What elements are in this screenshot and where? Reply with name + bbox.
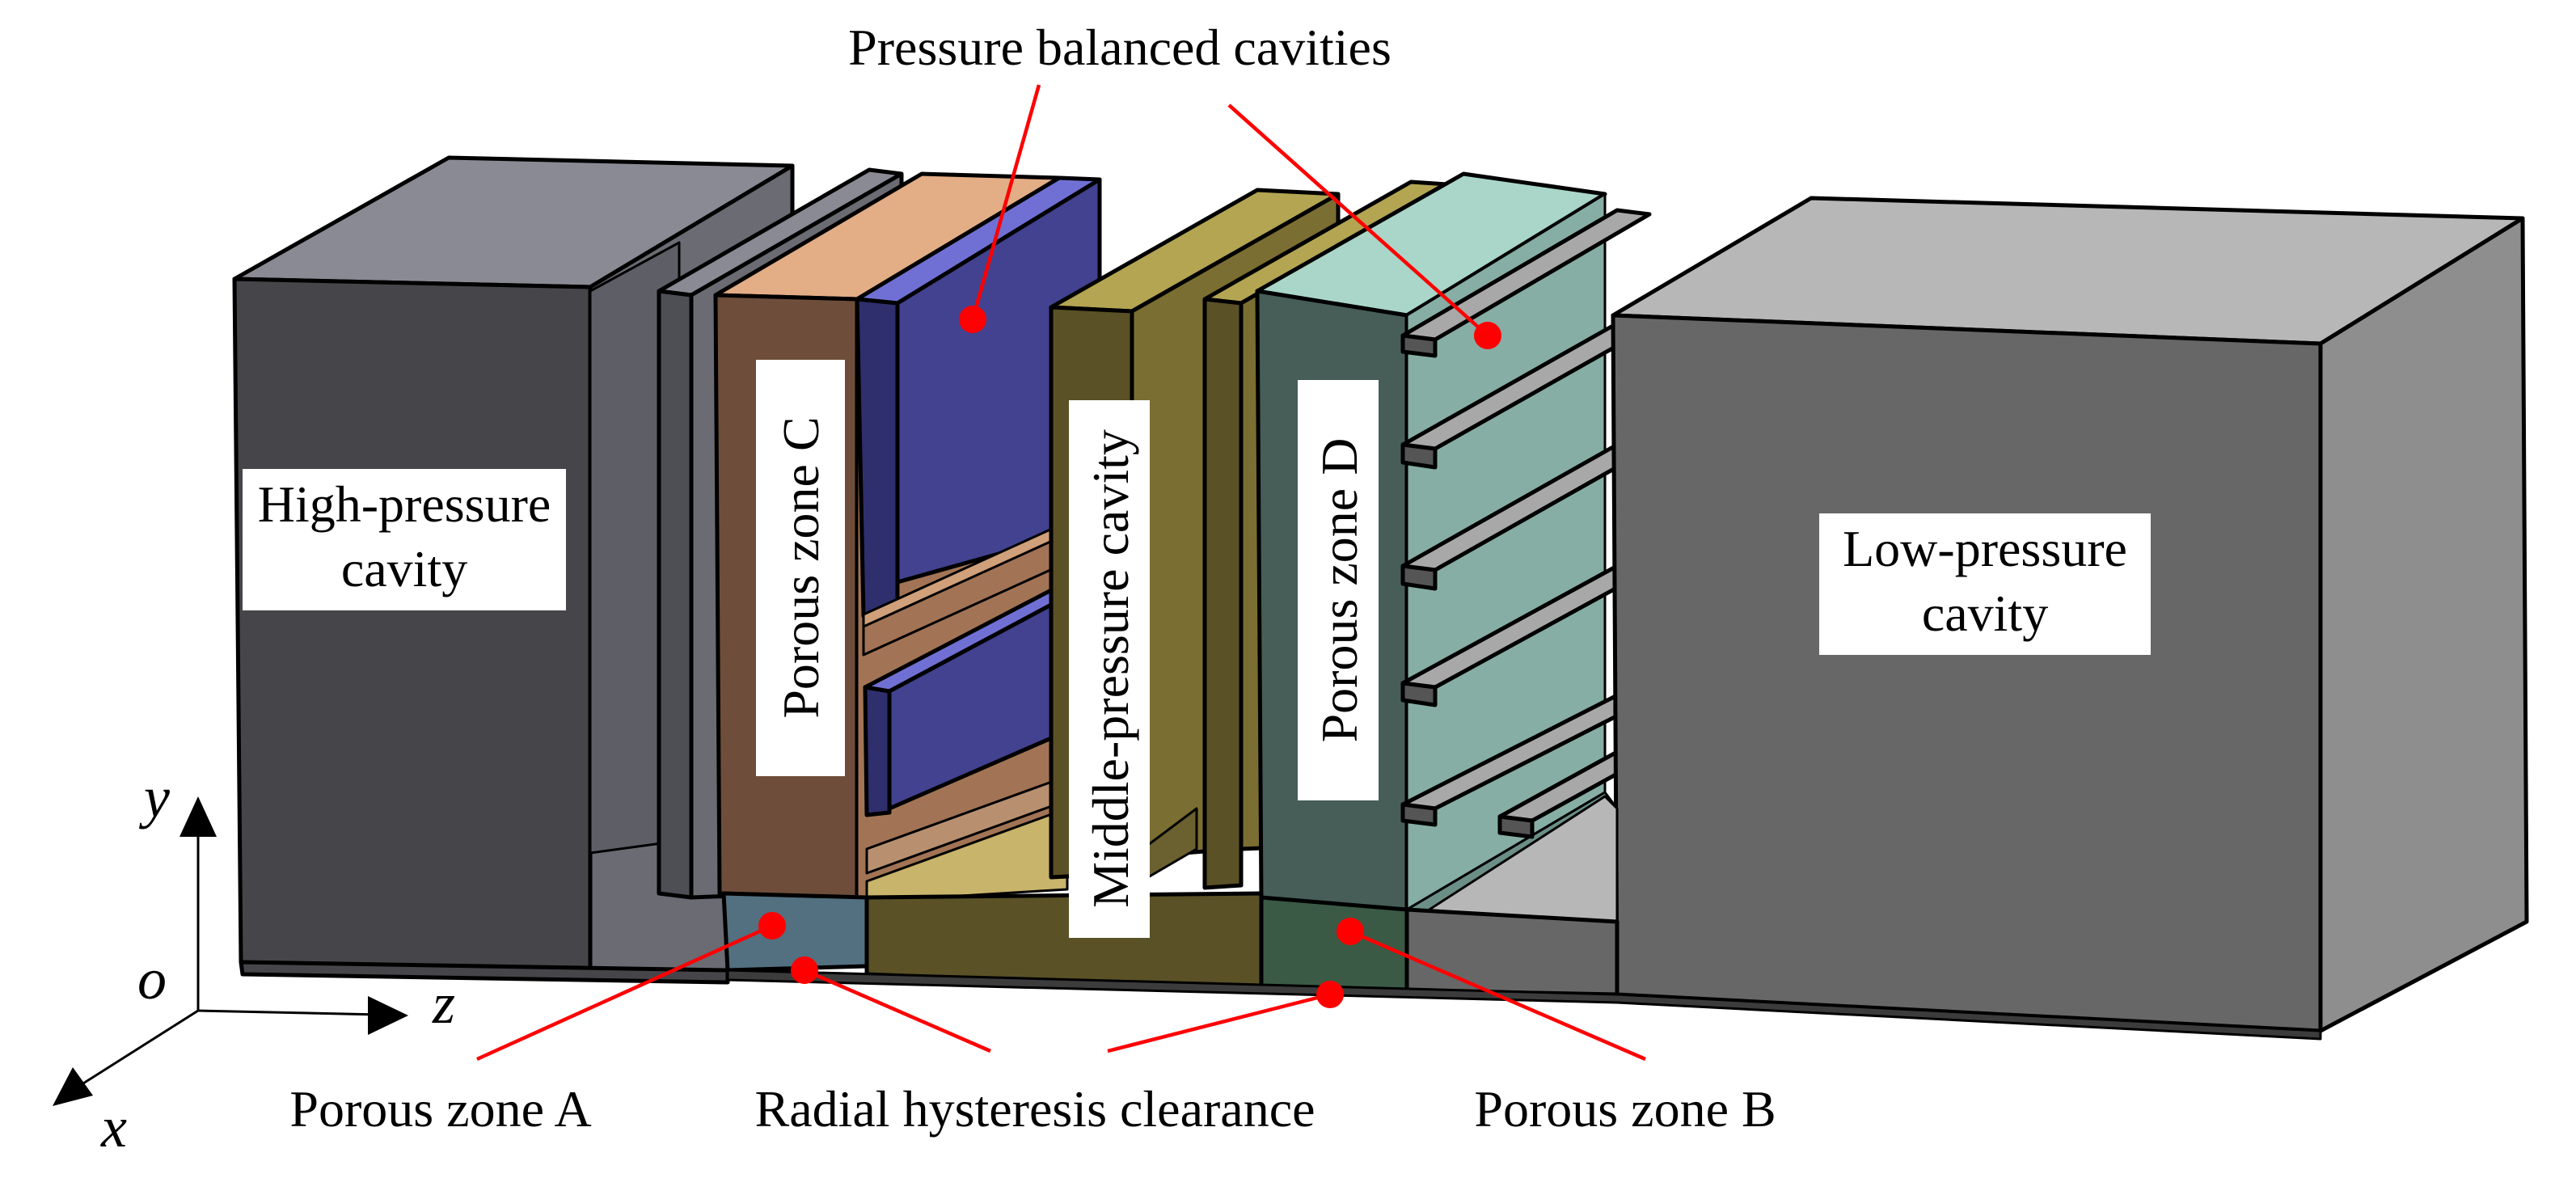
low-pressure-cavity-block [1421,196,2529,1033]
assembly-base [239,891,2322,1041]
leader-dot-cavity-upper [959,306,986,333]
leader-dot-clearance-right [1316,981,1344,1008]
porous-zone-c-label: Porous zone C [772,416,830,718]
low-pressure-label-line1: Low-pressure [1843,520,2127,577]
bottom-leaders [476,912,1646,1062]
leader-dot-porous-a [758,912,786,939]
pressure-balanced-cavities-label: Pressure balanced cavities [848,19,1391,76]
z-axis-arrowhead [368,996,408,1035]
labyrinth-tooth-4 [1400,564,1652,707]
leader-to-teeth [1227,103,1489,337]
middle-pressure-label: Middle-pressure cavity [1082,429,1139,908]
y-axis-arrowhead [179,796,217,837]
z-axis-label: z [432,971,455,1036]
middle-pressure-label-box: Middle-pressure cavity [1069,400,1150,938]
leader-clearance-left [804,968,991,1053]
leader-dot-porous-b [1337,918,1364,945]
tan-clearance-band [865,775,1069,903]
porous-zone-c-label-box: Porous zone C [756,360,845,776]
porous-zone-d-label: Porous zone D [1311,438,1368,743]
pressure-balanced-leaders [959,84,1501,349]
low-pressure-label-box: Low-pressure cavity [1819,513,2151,655]
labyrinth-tooth-1 [1400,208,1652,358]
origin-label: o [137,947,167,1011]
radial-clearance-label: Radial hysteresis clearance [755,1080,1315,1138]
porous-zone-a-label: Porous zone A [289,1080,591,1138]
leader-dot-teeth [1474,322,1501,349]
pressure-balanced-cavity-lower [863,588,1078,817]
leader-dot-clearance-left [791,956,818,984]
leader-porous-a [476,923,773,1062]
x-axis-label: x [100,1095,127,1159]
leader-porous-b [1349,929,1646,1062]
y-axis-label: y [138,765,170,830]
leader-to-cavity-upper [970,84,1041,320]
x-axis-arrowhead [53,1067,93,1106]
porous-zone-d-label-box: Porous zone D [1298,380,1379,800]
high-pressure-label-line1: High-pressure [258,475,551,533]
high-pressure-label-line2: cavity [341,540,467,597]
low-pressure-label-line2: cavity [1922,585,2048,642]
high-pressure-label-box: High-pressure cavity [243,469,566,610]
porous-zone-b-label: Porous zone B [1474,1080,1776,1138]
leader-clearance-right [1107,992,1331,1053]
coordinate-axes: y o z x [53,765,455,1159]
